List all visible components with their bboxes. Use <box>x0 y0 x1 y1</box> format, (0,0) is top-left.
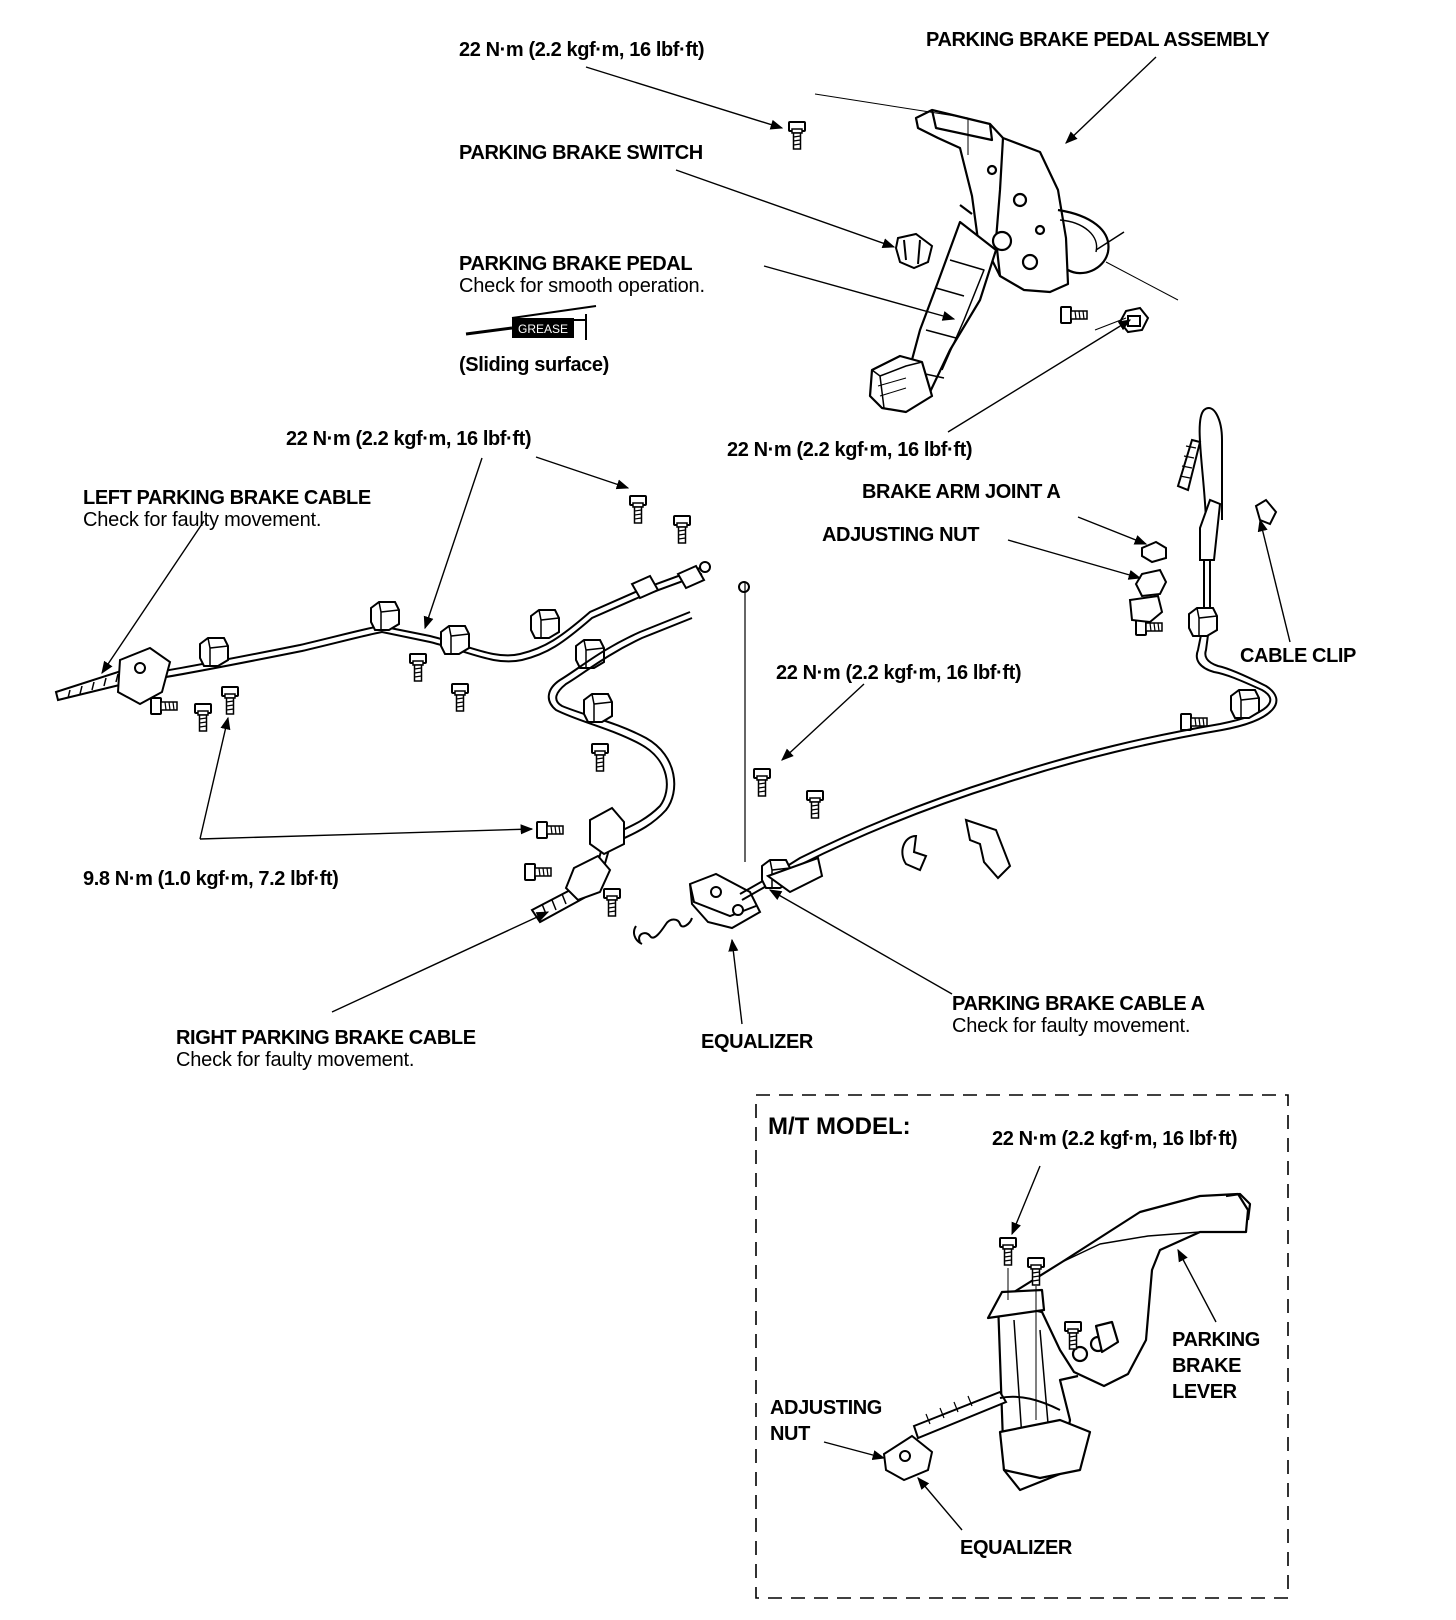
mt-model-title: M/T MODEL: <box>768 1113 911 1140</box>
mt-equalizer-drawing <box>882 1390 1061 1482</box>
torque-pedal-top-label: 22 N·m (2.2 kgf·m, 16 lbf·ft) <box>459 39 705 61</box>
grease-symbol: GREASE <box>465 305 597 340</box>
mt-model-box <box>755 1094 1289 1599</box>
right-parking-brake-cable-drawing <box>530 611 693 924</box>
cable-a-label: PARKING BRAKE CABLE A <box>952 993 1205 1015</box>
parking-brake-cable-a-drawing <box>739 407 1278 901</box>
mt-torque-label: 22 N·m (2.2 kgf·m, 16 lbf·ft) <box>992 1128 1238 1150</box>
mt-lever-label-3: LEVER <box>1172 1381 1237 1403</box>
left-cable-note: Check for faulty movement. <box>83 509 322 531</box>
mt-leader-lines <box>823 1165 1217 1531</box>
equalizer-drawing <box>688 872 762 930</box>
brake-arm-joint-icon <box>1141 540 1167 564</box>
right-cable-label: RIGHT PARKING BRAKE CABLE <box>176 1027 476 1049</box>
left-cable-label: LEFT PARKING BRAKE CABLE <box>83 487 371 509</box>
brake-pedal-note: Check for smooth operation. <box>459 275 705 297</box>
pedal-assembly-drawing <box>868 108 1125 414</box>
left-parking-brake-cable-drawing <box>54 567 703 706</box>
torque-pedal-bottom-label: 22 N·m (2.2 kgf·m, 16 lbf·ft) <box>727 439 973 461</box>
sliding-surface-label: (Sliding surface) <box>459 354 609 376</box>
pedal-nut-icon <box>1118 306 1150 334</box>
brake-arm-joint-label: BRAKE ARM JOINT A <box>862 481 1061 503</box>
parking-brake-lever-drawing <box>986 1192 1252 1492</box>
brake-switch-drawing <box>894 232 934 270</box>
cable-a-note: Check for faulty movement. <box>952 1015 1191 1037</box>
mt-lever-label-2: BRAKE <box>1172 1355 1242 1377</box>
mt-adjusting-label-2: NUT <box>770 1423 810 1445</box>
cable-clip-label: CABLE CLIP <box>1240 645 1357 667</box>
mt-lever-label-1: PARKING <box>1172 1329 1260 1351</box>
equalizer-label: EQUALIZER <box>701 1031 813 1053</box>
adjusting-nut-label: ADJUSTING NUT <box>822 524 980 546</box>
brake-pedal-label: PARKING BRAKE PEDAL <box>459 253 693 275</box>
pedal-assembly-label: PARKING BRAKE PEDAL ASSEMBLY <box>926 29 1270 51</box>
mt-equalizer-label: EQUALIZER <box>960 1537 1072 1559</box>
grease-tag: GREASE <box>518 322 568 336</box>
torque-small-label: 9.8 N·m (1.0 kgf·m, 7.2 lbf·ft) <box>83 868 339 890</box>
torque-cable-clamp-label: 22 N·m (2.2 kgf·m, 16 lbf·ft) <box>286 428 532 450</box>
pedal-mount-bolt-icon <box>788 121 806 150</box>
mt-adjusting-label-1: ADJUSTING <box>770 1397 882 1419</box>
torque-cable-a-label: 22 N·m (2.2 kgf·m, 16 lbf·ft) <box>776 662 1022 684</box>
adjusting-nut-icon <box>1134 568 1168 598</box>
leader-lines <box>101 56 1291 1025</box>
right-cable-note: Check for faulty movement. <box>176 1049 415 1071</box>
pedal-bolt-icon <box>1060 306 1088 324</box>
brake-switch-label: PARKING BRAKE SWITCH <box>459 142 703 164</box>
